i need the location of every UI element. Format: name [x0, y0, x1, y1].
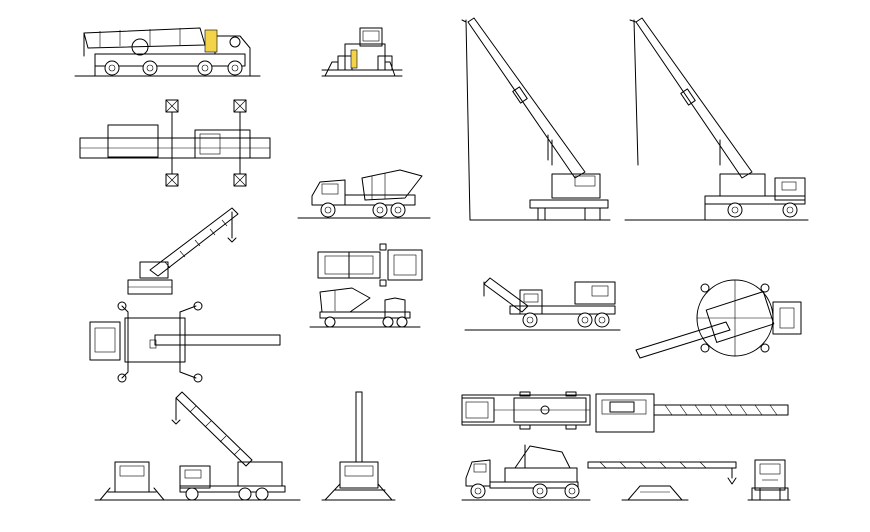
- boom-with-hook-side-view: [587, 461, 737, 501]
- truck-crane-side-view-bottom: [461, 444, 591, 501]
- truck-crane-plan-view-outriggers: [79, 99, 271, 187]
- truck-crane-side-view-tall-b: [624, 17, 809, 221]
- concrete-mixer-truck-plan-view: [317, 243, 423, 287]
- telescopic-truck-crane-side-view: [464, 277, 621, 331]
- truck-crane-cab-front-view: [321, 27, 403, 77]
- concrete-mixer-truck-side-view: [297, 169, 431, 219]
- lattice-crane-truck-front-and-side: [94, 391, 301, 501]
- crane-slew-plan-view-circle: [635, 279, 802, 359]
- crane-mast-front-view: [321, 391, 396, 501]
- tower-crane-side-view-tall-a: [461, 17, 611, 221]
- truck-crane-side-view-top-left: [74, 27, 261, 77]
- crane-plan-view-outriggers-boom: [89, 301, 281, 383]
- truck-front-view-bottom-right: [747, 459, 791, 501]
- lattice-boom-crawler-crane: [127, 207, 239, 295]
- lattice-boom-plan-view: [595, 393, 789, 433]
- concrete-mixer-truck-small-side-view: [309, 287, 421, 328]
- truck-crane-plan-view-bottom: [461, 391, 591, 430]
